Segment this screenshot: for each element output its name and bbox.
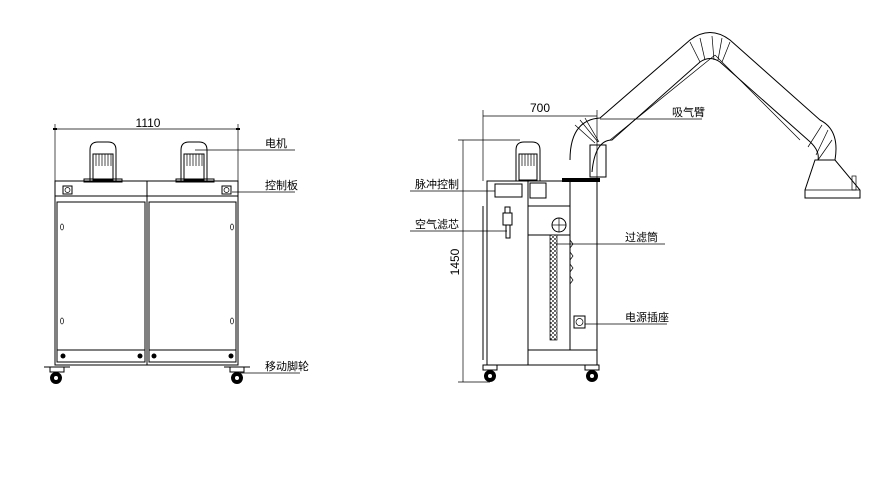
side-caster-left [482, 364, 498, 382]
side-caster-right [584, 364, 600, 382]
side-motor [515, 141, 541, 181]
control-button-icon [62, 185, 73, 195]
height-dimension-text: 1450 [448, 248, 462, 275]
depth-dimension-text: 700 [530, 101, 550, 115]
power-socket [573, 315, 586, 329]
height-dimension: 1450 [448, 139, 520, 383]
filter-cartridge [549, 234, 558, 341]
air-filter-label: 空气滤芯 [415, 217, 459, 231]
suction-arm-label: 吸气臂 [672, 105, 705, 119]
side-view: 700 1450 [410, 32, 861, 383]
front-view: 1110 [44, 116, 309, 384]
suction-arm [562, 32, 861, 199]
control-panel-icon [221, 185, 232, 195]
width-dimension-text: 1110 [136, 116, 161, 130]
power-socket-label: 电源插座 [625, 310, 669, 324]
motor-right [175, 141, 215, 183]
door-left [56, 201, 146, 351]
caster-right [224, 366, 250, 384]
width-dimension: 1110 [53, 116, 240, 181]
door-right [148, 201, 237, 351]
motor-label: 电机 [265, 136, 287, 150]
air-filter [502, 206, 513, 239]
pulse-controller [494, 183, 523, 198]
caster-left [44, 366, 70, 384]
depth-dimension: 700 [482, 101, 598, 181]
pulse-control-label: 脉冲控制 [415, 177, 459, 191]
motor-left [83, 141, 123, 183]
side-cabinet [486, 180, 598, 366]
control-panel-label: 控制板 [265, 178, 298, 192]
filter-cartridge-label: 过滤筒 [625, 230, 658, 244]
casters-label: 移动脚轮 [265, 359, 309, 373]
